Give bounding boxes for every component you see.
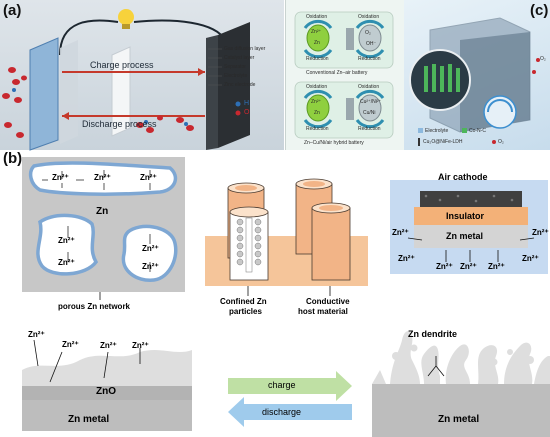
host-caption-2: host material (298, 307, 348, 316)
bottom-caption: Zn–Cu/Ni/air hybrid battery (304, 140, 364, 146)
pore1-ion-c: Zn²⁺ (140, 173, 157, 182)
bottom-cuni-ion: Cu²⁺/Ni²⁺ (360, 99, 382, 105)
bottom-reduction-right: Reduction (358, 126, 381, 132)
pore1-ion-b: Zn²⁺ (94, 173, 111, 182)
confined-caption-2: particles (229, 307, 262, 316)
panel-c-letter: (c) (530, 2, 549, 19)
legend-o-dot (235, 110, 241, 116)
pore2-ion-a: Zn²⁺ (58, 236, 75, 245)
air-cathode-label: Air cathode (438, 172, 488, 182)
top-oxidation-left: Oxidation (306, 14, 328, 20)
bottom-zn: Zn (314, 110, 320, 116)
layer-label-gdl: Gas diffusion layer (224, 46, 266, 52)
layer-label-catalyst: Catalyst layer (224, 55, 255, 61)
zno-ion-2: Zn²⁺ (62, 340, 79, 349)
bottom-reduction-left: Reduction (306, 126, 329, 132)
zno-label: ZnO (96, 386, 116, 397)
top-o2: O₂ (365, 30, 371, 36)
top-reduction-left: Reduction (306, 56, 329, 62)
host-caption-1: Conductive (306, 297, 350, 306)
legend-h-label: H (244, 100, 250, 107)
zno-ion-4: Zn²⁺ (132, 341, 149, 350)
legend-ldh-swatch (418, 138, 420, 146)
panel-c-o2-label: O₂ (540, 56, 546, 62)
porous-zn-label: Zn (96, 206, 109, 217)
zno-ion-3: Zn²⁺ (100, 341, 117, 350)
air-zn-metal-label: Zn metal (446, 231, 484, 241)
top-caption: Conventional Zn–air battery (306, 70, 368, 76)
layer-label-zinc: Zinc electrode (224, 82, 256, 88)
pore3-ion-a: Zn²⁺ (142, 244, 159, 253)
lightbulb-icon (118, 9, 134, 25)
discharge-label: discharge (262, 407, 302, 417)
panel-a-letter: (a) (3, 2, 22, 19)
charge-process-label: Charge process (90, 60, 154, 70)
dendrite-title: Zn dendrite (408, 329, 457, 339)
zno-ion-1: Zn²⁺ (28, 330, 45, 339)
air-zn-ion-b3: Zn²⁺ (488, 262, 505, 271)
legend-conc: Co-N-C (469, 128, 486, 134)
pore2-ion-b: Zn²⁺ (58, 258, 75, 267)
air-zn-ion-b2: Zn²⁺ (460, 262, 477, 271)
insulator-label: Insulator (446, 211, 485, 221)
porous-caption: porous Zn network (58, 302, 130, 311)
dendrite-zn-metal-label: Zn metal (438, 414, 480, 425)
pore3-ion-b: Zn²⁺ (142, 262, 159, 271)
legend-h-dot (235, 101, 241, 107)
top-zn: Zn (314, 40, 320, 46)
air-zn-ion-b1: Zn²⁺ (436, 262, 453, 271)
discharge-process-label: Discharge process (82, 119, 157, 129)
confined-caption-1: Confined Zn (220, 297, 267, 306)
bottom-oxidation-left: Oxidation (306, 84, 328, 90)
legend-electrolyte-swatch (418, 128, 423, 133)
top-oxidation-right: Oxidation (358, 14, 380, 20)
bottom-oxidation-right: Oxidation (358, 84, 380, 90)
charge-label: charge (268, 380, 296, 390)
pore1-ion-a: Zn²⁺ (52, 173, 69, 182)
panel-b-letter: (b) (3, 150, 23, 167)
legend-o2-swatch (492, 140, 496, 144)
legend-electrolyte: Electrolyte (425, 128, 449, 134)
legend-ldh: Cu₂O@NiFe-LDH (423, 139, 463, 145)
top-reduction-right: Reduction (358, 56, 381, 62)
legend-o2: O₂ (498, 139, 504, 145)
air-zn-ion-br: Zn²⁺ (522, 254, 539, 263)
air-zn-ion-left: Zn²⁺ (392, 228, 409, 237)
legend-o-label: O (244, 109, 250, 116)
layer-label-electrolyte: Electrolyte (224, 73, 248, 79)
air-zn-ion-bl: Zn²⁺ (398, 254, 415, 263)
bottom-cuni: Cu/Ni (363, 110, 376, 116)
layer-label-separator: Separator (224, 64, 246, 70)
bottom-zn-ion: Zn²⁺ (311, 99, 322, 105)
charge-arrow (228, 371, 352, 401)
top-zn-ion: Zn²⁺ (311, 29, 322, 35)
top-oh: OH⁻ (366, 41, 377, 47)
discharge-arrow (228, 397, 352, 427)
legend-conc-swatch (462, 128, 467, 133)
air-zn-ion-right: Zn²⁺ (532, 228, 549, 237)
zno-zn-metal-label: Zn metal (68, 414, 110, 425)
